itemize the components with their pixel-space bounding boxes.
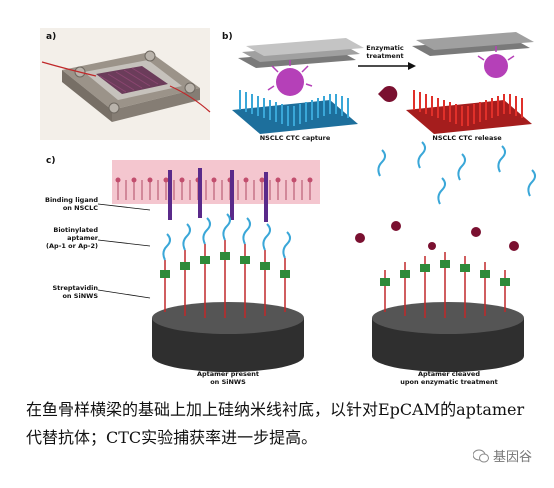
capture-nanowires <box>232 38 364 134</box>
watermark-text: 基因谷 <box>492 450 532 465</box>
wechat-icon <box>472 449 489 462</box>
cell-membrane <box>112 160 320 222</box>
sinws-cylinder-cleaved <box>355 141 536 372</box>
leader-lines <box>97 203 151 299</box>
enzymatic-arrow <box>358 62 416 102</box>
binding-ligand-label: Binding ligand on NSCLC <box>44 196 98 212</box>
release-nanowires <box>406 32 534 134</box>
capture-label: NSCLC CTC capture <box>259 134 331 142</box>
caption-text: 在鱼骨样横梁的基础上加上硅纳米线衬底，以针对EpCAM的aptamer代替抗体；… <box>26 400 525 447</box>
aptamer-present-label: Aptamer present on SiNWS <box>196 370 260 386</box>
enzymatic-treatment-label: Enzymatic treatment <box>366 44 404 60</box>
release-label: NSCLC CTC release <box>432 134 502 142</box>
panel-b-label: b) <box>222 32 233 42</box>
biotinylated-aptamer-label: Biotinylated aptamer (Ap-1 or Ap-2) <box>46 226 98 250</box>
aptamer-cleaved-label: Aptamer cleaved upon enzymatic treatment <box>400 370 498 386</box>
panel-c-label: c) <box>46 156 56 166</box>
watermark: 基因谷 <box>472 446 532 465</box>
streptavidin-label: Streptavidin on SiNWS <box>52 284 98 300</box>
panel-a-label: a) <box>46 32 57 42</box>
sinws-cylinder-present <box>152 213 304 372</box>
device-photo <box>40 28 211 140</box>
